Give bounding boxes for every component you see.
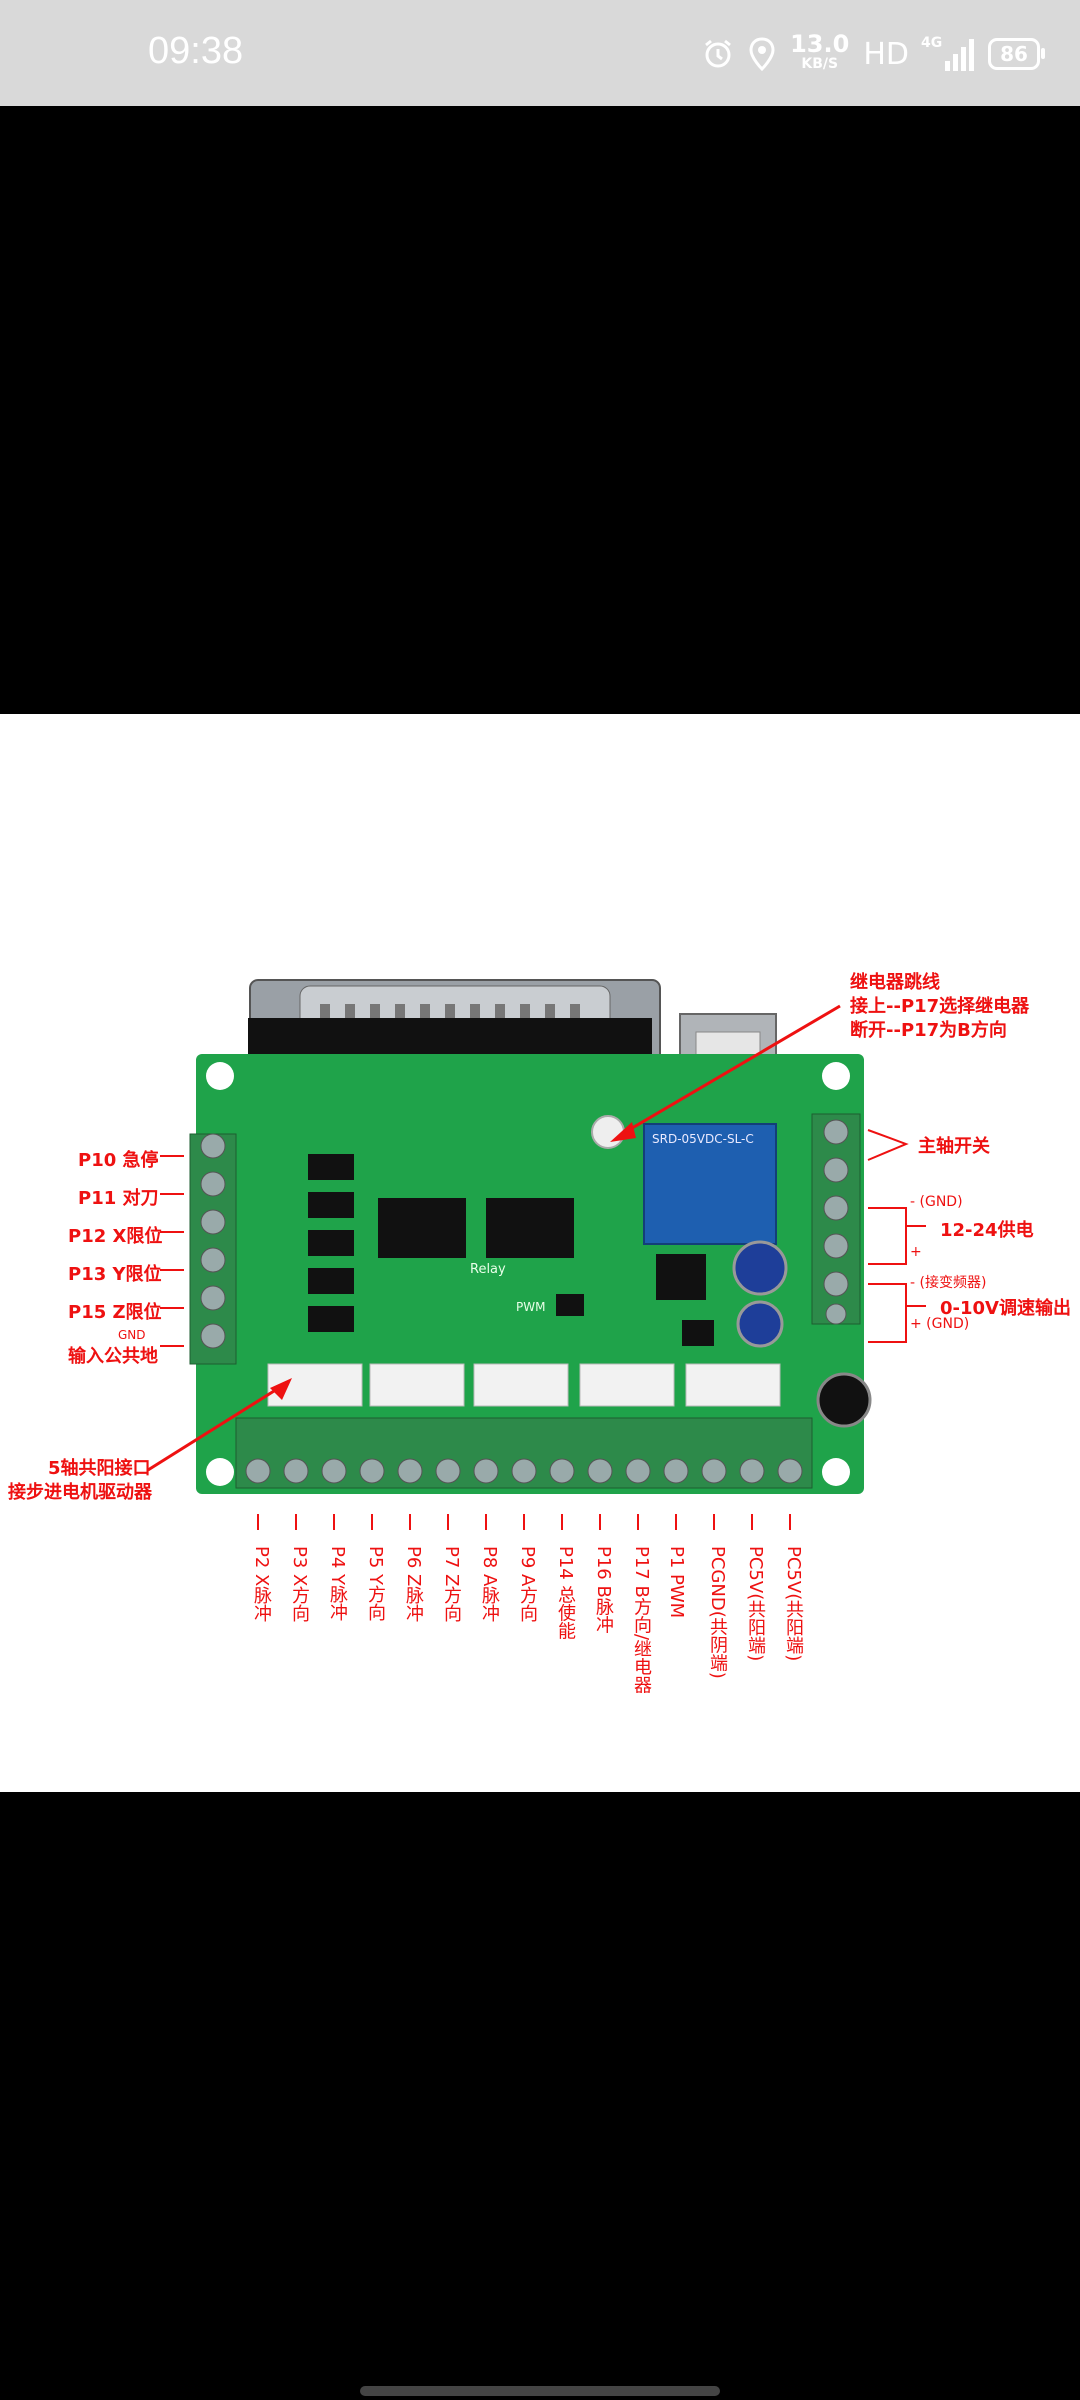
analog-label: 0-10V调速输出: [940, 1298, 1071, 1319]
status-icons: 13.0 KB/S HD 4G 86: [702, 26, 1045, 82]
alarm-icon: [705, 39, 732, 68]
status-bar: 09:38 13.0 KB/S HD 4G 86: [0, 0, 1080, 106]
bottom-label-pcgnd: PCGND(共阴端): [707, 1546, 728, 1679]
bottom-label-p16: P16 B脉冲: [593, 1546, 614, 1634]
bottom-label-p2: P2 X脉冲: [251, 1546, 272, 1623]
product-image[interactable]: SRD-05VDC-SL-C Relay PWM 继电器跳线 接上--P17选择…: [0, 714, 1080, 1792]
bottom-label-p6: P6 Z脉冲: [403, 1546, 424, 1623]
relay-title: 继电器跳线: [850, 972, 940, 993]
bottom-label-p8: P8 A脉冲: [479, 1546, 500, 1623]
viewer-background-top: [0, 106, 1080, 714]
relay-part-number: SRD-05VDC-SL-C: [652, 1132, 754, 1146]
common-ground-label: 输入公共地: [68, 1346, 158, 1367]
plus-label: +: [910, 1244, 922, 1260]
signal-icon: 4G: [921, 35, 974, 71]
relay-line2: 断开--P17为B方向: [850, 1020, 1007, 1041]
left-label-p12: P12 X限位: [68, 1226, 163, 1247]
status-time: 09:38: [148, 30, 244, 72]
bottom-label-pc5v-2: PC5V(共阳端): [783, 1546, 804, 1662]
bottom-label-p1: P1 PWM: [666, 1546, 687, 1619]
network-speed: 13.0 KB/S: [790, 30, 850, 72]
left-label-p10: P10 急停: [78, 1150, 159, 1171]
left-label-p13: P13 Y限位: [68, 1264, 162, 1285]
relay-line1: 接上--P17选择继电器: [850, 996, 1030, 1017]
location-icon: [749, 37, 775, 71]
axis-title: 5轴共阳接口: [48, 1458, 151, 1479]
gnd-label-1: - (GND): [910, 1194, 963, 1210]
board-pwm-text: PWM: [516, 1300, 546, 1314]
board-illustration: [147, 979, 926, 1530]
board-relay-text: Relay: [470, 1262, 506, 1277]
bottom-label-p3: P3 X方向: [289, 1546, 310, 1623]
bottom-label-p4: P4 Y脉冲: [327, 1546, 348, 1622]
battery-icon: 86: [988, 38, 1045, 70]
gnd-small-label: GND: [118, 1328, 146, 1342]
home-indicator[interactable]: [360, 2386, 720, 2396]
spindle-label: 主轴开关: [918, 1136, 990, 1157]
bottom-label-pc5v-1: PC5V(共阳端): [745, 1546, 766, 1662]
axis-subtitle: 接步进电机驱动器: [8, 1482, 152, 1503]
hd-label: HD: [863, 36, 909, 72]
bottom-label-p17: P17 B方向/继电器: [631, 1546, 652, 1694]
left-label-p11: P11 对刀: [78, 1188, 159, 1209]
viewer-background-bottom: [0, 1792, 1080, 2400]
bottom-label-p5: P5 Y方向: [365, 1546, 386, 1622]
bottom-label-p7: P7 Z方向: [441, 1546, 462, 1623]
gnd-label-2: + (GND): [910, 1316, 970, 1332]
bottom-label-p14: P14 总使能: [555, 1546, 576, 1640]
bottom-label-p9: P9 A方向: [517, 1546, 538, 1623]
supply-label: 12-24供电: [940, 1220, 1034, 1241]
left-label-p15: P15 Z限位: [68, 1302, 162, 1323]
vfd-label: - (接变频器): [910, 1275, 987, 1291]
